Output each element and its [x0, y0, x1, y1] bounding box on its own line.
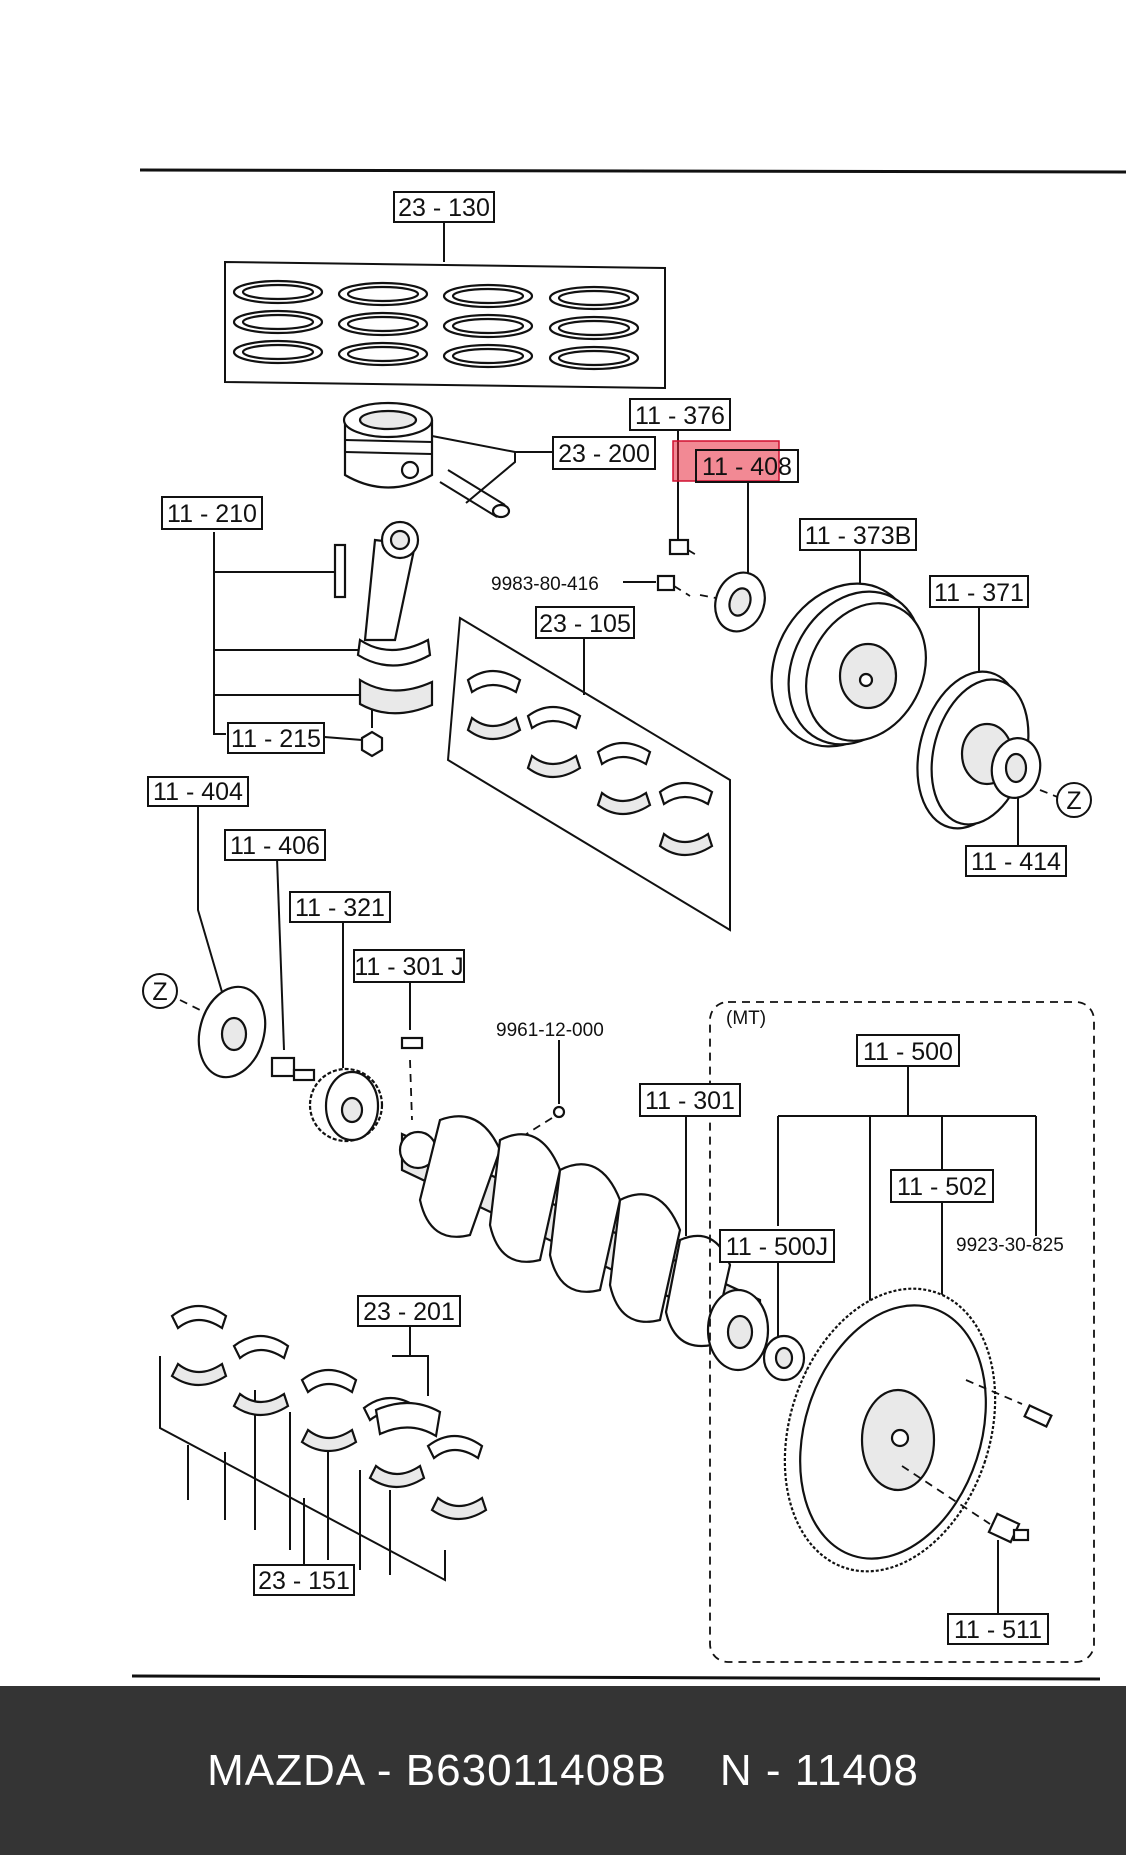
piston-with-pin — [342, 401, 553, 519]
label-11-414: 11 - 414 — [965, 845, 1067, 877]
label-11-408: 11 - 408 — [695, 449, 799, 483]
svg-text:Z: Z — [152, 978, 167, 1006]
label-9983-80-416: 9983-80-416 — [491, 574, 599, 595]
timing-gear-321 — [308, 920, 384, 1143]
connecting-rod-assembly — [213, 520, 434, 758]
svg-text:23 - 200: 23 - 200 — [558, 440, 650, 468]
label-11-404: 11 - 404 — [147, 776, 249, 807]
highlighted-part-marker — [672, 440, 780, 482]
crank-pulley-373B — [770, 550, 927, 748]
label-11-215: 11 - 215 — [227, 722, 325, 754]
svg-text:23 - 151: 23 - 151 — [258, 1567, 350, 1595]
label-11-406: 11 - 406 — [224, 829, 326, 861]
svg-text:9983-80-416: 9983-80-416 — [491, 574, 599, 595]
bolt-406 — [270, 857, 316, 1082]
label-11-210: 11 - 210 — [161, 496, 263, 530]
top-frame-line — [139, 168, 1126, 174]
svg-text:(MT): (MT) — [726, 1008, 766, 1029]
label-11-500: 11 - 500 — [856, 1034, 960, 1067]
exploded-view-drawing: 23 - 130 23 - 200 11 - 376 11 - 408 11 -… — [131, 168, 1126, 1681]
svg-text:11 - 321: 11 - 321 — [295, 894, 385, 922]
crank-key-301J — [400, 982, 424, 1121]
svg-text:9961-12-000: 9961-12-000 — [496, 1020, 604, 1041]
svg-text:11 - 414: 11 - 414 — [971, 848, 1061, 876]
svg-text:11 - 500: 11 - 500 — [863, 1038, 953, 1066]
svg-text:23 - 130: 23 - 130 — [398, 194, 490, 222]
svg-text:11 - 502: 11 - 502 — [897, 1173, 987, 1201]
svg-text:11 - 301 J: 11 - 301 J — [354, 953, 463, 981]
svg-text:11 - 511: 11 - 511 — [954, 1616, 1042, 1644]
flywheel-assembly — [762, 1066, 1053, 1573]
svg-text:11 - 408: 11 - 408 — [702, 453, 792, 481]
svg-text:23 - 105: 23 - 105 — [539, 610, 631, 638]
label-9923-30-825: 9923-30-825 — [956, 1235, 1064, 1256]
mt-group-box — [709, 1001, 1095, 1663]
label-23-130: 23 - 130 — [393, 191, 495, 223]
label-23-105: 23 - 105 — [535, 606, 635, 639]
svg-text:11 - 371: 11 - 371 — [934, 579, 1024, 607]
flywheel-bolt-511 — [987, 1512, 1030, 1614]
svg-text:11 - 376: 11 - 376 — [635, 402, 725, 430]
svg-text:11 - 301: 11 - 301 — [645, 1087, 735, 1115]
svg-text:23 - 201: 23 - 201 — [363, 1298, 455, 1326]
label-11-502: 11 - 502 — [890, 1169, 994, 1203]
label-11-373B: 11 - 373B — [799, 518, 917, 551]
main-bearing-set-105 — [446, 616, 731, 932]
svg-text:11 - 500J: 11 - 500J — [726, 1233, 828, 1261]
label-z-right: Z — [1056, 782, 1092, 818]
lower-bearing-set-151 — [159, 1304, 488, 1582]
label-11-321: 11 - 321 — [289, 891, 391, 923]
pulley-371 — [916, 607, 1061, 846]
svg-text:11 - 215: 11 - 215 — [231, 725, 321, 753]
label-11-371: 11 - 371 — [929, 575, 1029, 608]
piston-ring-set — [224, 222, 666, 390]
svg-text:11 - 404: 11 - 404 — [153, 778, 243, 806]
svg-text:Z: Z — [1066, 787, 1081, 815]
label-11-301J: 11 - 301 J — [353, 949, 465, 983]
parts-diagram: 23 - 130 23 - 200 11 - 376 11 - 408 11 -… — [131, 168, 1126, 1681]
part-number-caption: MAZDA - B63011408B N - 11408 — [207, 1745, 919, 1795]
label-9961-12-000: 9961-12-000 — [496, 1020, 604, 1041]
crank-plate-404 — [179, 806, 267, 1079]
label-11-376: 11 - 376 — [629, 398, 731, 431]
label-11-500J: 11 - 500J — [719, 1229, 835, 1263]
label-11-511: 11 - 511 — [947, 1613, 1049, 1645]
bottom-frame-line — [131, 1674, 1101, 1681]
label-11-301: 11 - 301 — [639, 1083, 741, 1117]
crankshaft-301 — [398, 1101, 770, 1372]
pulley-boss-and-plate — [623, 430, 766, 633]
svg-text:11 - 406: 11 - 406 — [230, 832, 320, 860]
svg-text:11 - 210: 11 - 210 — [167, 500, 257, 528]
label-mt: (MT) — [726, 1008, 766, 1029]
svg-text:11 - 373B: 11 - 373B — [805, 522, 912, 550]
part-number-caption-bar: MAZDA - B63011408B N - 11408 — [0, 1686, 1126, 1855]
label-23-201: 23 - 201 — [357, 1295, 461, 1327]
label-23-151: 23 - 151 — [253, 1564, 355, 1596]
svg-text:9923-30-825: 9923-30-825 — [956, 1235, 1064, 1256]
pilot-pin-9961 — [519, 1040, 566, 1139]
label-23-200: 23 - 200 — [552, 436, 656, 470]
label-z-left: Z — [142, 973, 178, 1009]
